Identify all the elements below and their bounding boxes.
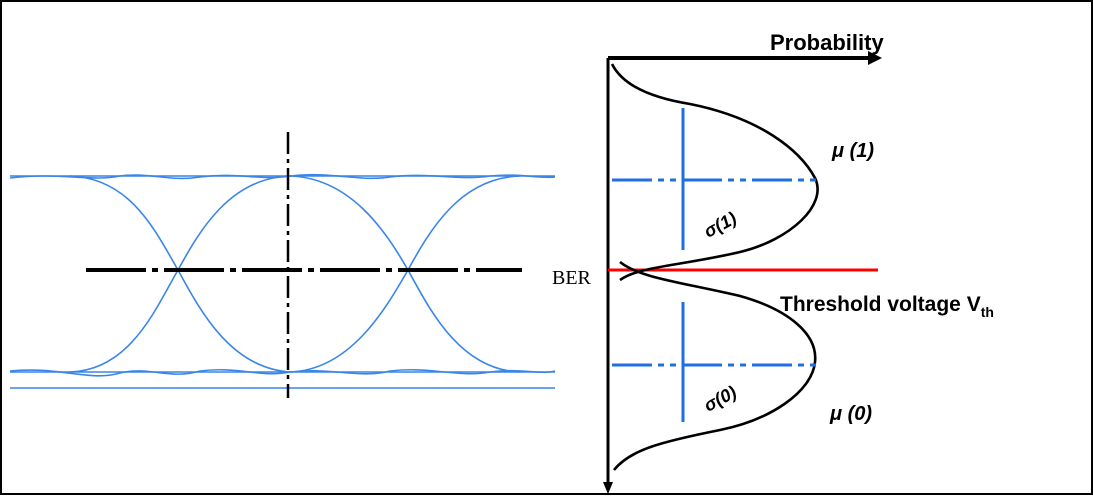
vertical-axis-arrowhead <box>603 482 613 494</box>
gaussian-curve-zero <box>612 260 817 471</box>
horizontal-axis-arrowhead <box>868 51 882 65</box>
threshold-label-main: Threshold voltage V <box>780 293 981 316</box>
threshold-label-subscript: th <box>981 304 994 320</box>
threshold-label: Threshold voltage Vth <box>780 293 994 320</box>
mu-zero-label: μ (0) <box>829 403 872 425</box>
probability-curves <box>610 63 819 471</box>
gaussian-curve-one <box>610 63 819 282</box>
mu-one-label: μ (1) <box>831 140 874 162</box>
probability-label: Probability <box>770 30 884 55</box>
ber-label: BER <box>552 267 592 289</box>
